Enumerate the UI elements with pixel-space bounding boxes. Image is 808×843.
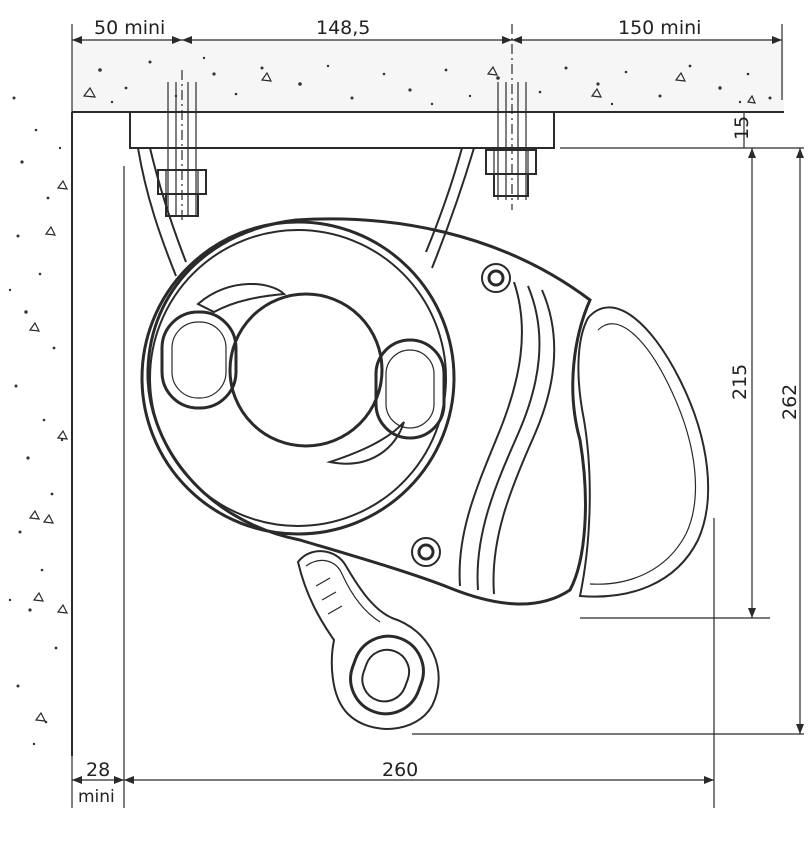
hook-shackle-icon	[296, 550, 440, 730]
hex-nut-icon	[485, 149, 537, 197]
concrete-ceiling	[72, 40, 784, 113]
dim-top-middle: 148,5	[316, 17, 370, 39]
mounting-bracket	[137, 147, 475, 277]
right-anchor-bolt	[485, 24, 537, 210]
bolt-head-icon	[481, 263, 511, 293]
dim-bottom-left-unit: mini	[78, 787, 115, 807]
dim-height-outer: 262	[779, 384, 801, 420]
dim-bottom-width: 260	[382, 759, 418, 781]
dim-height-inner: 215	[729, 364, 751, 400]
mounting-plate	[129, 111, 555, 149]
bolt-head-icon	[411, 537, 441, 567]
dim-top-right: 150 mini	[618, 17, 701, 39]
winch-body	[140, 217, 710, 606]
dimension-labels: 50 mini 148,5 150 mini 15 215 262 28 min…	[78, 17, 801, 807]
dimension-lines	[71, 24, 804, 808]
dim-top-left: 50 mini	[94, 17, 165, 39]
dim-bottom-left-value: 28	[86, 759, 110, 781]
dim-plate-thickness: 15	[731, 116, 753, 140]
concrete-wall	[8, 96, 73, 756]
